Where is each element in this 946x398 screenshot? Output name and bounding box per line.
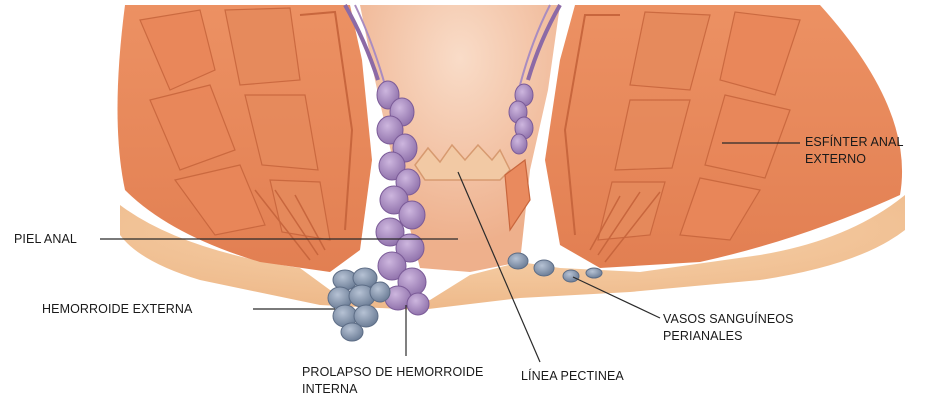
label-esfinter-line2: EXTERNO [805,151,904,168]
label-esfinter-anal-externo: ESFÍNTER ANAL EXTERNO [805,134,904,168]
label-vasos-line1: VASOS SANGUÍNEOS [663,311,794,328]
label-vasos-line2: PERIANALES [663,328,794,345]
label-prolapso-line2: INTERNA [302,381,483,398]
label-hemorroide-externa: HEMORROIDE EXTERNA [42,301,192,318]
label-linea-pectinea: LÍNEA PECTINEA [521,368,624,385]
label-vasos-sanguineos: VASOS SANGUÍNEOS PERIANALES [663,311,794,345]
label-esfinter-line1: ESFÍNTER ANAL [805,134,904,151]
label-piel-anal: PIEL ANAL [14,231,77,248]
label-prolapso-line1: PROLAPSO DE HEMORROIDE [302,364,483,381]
